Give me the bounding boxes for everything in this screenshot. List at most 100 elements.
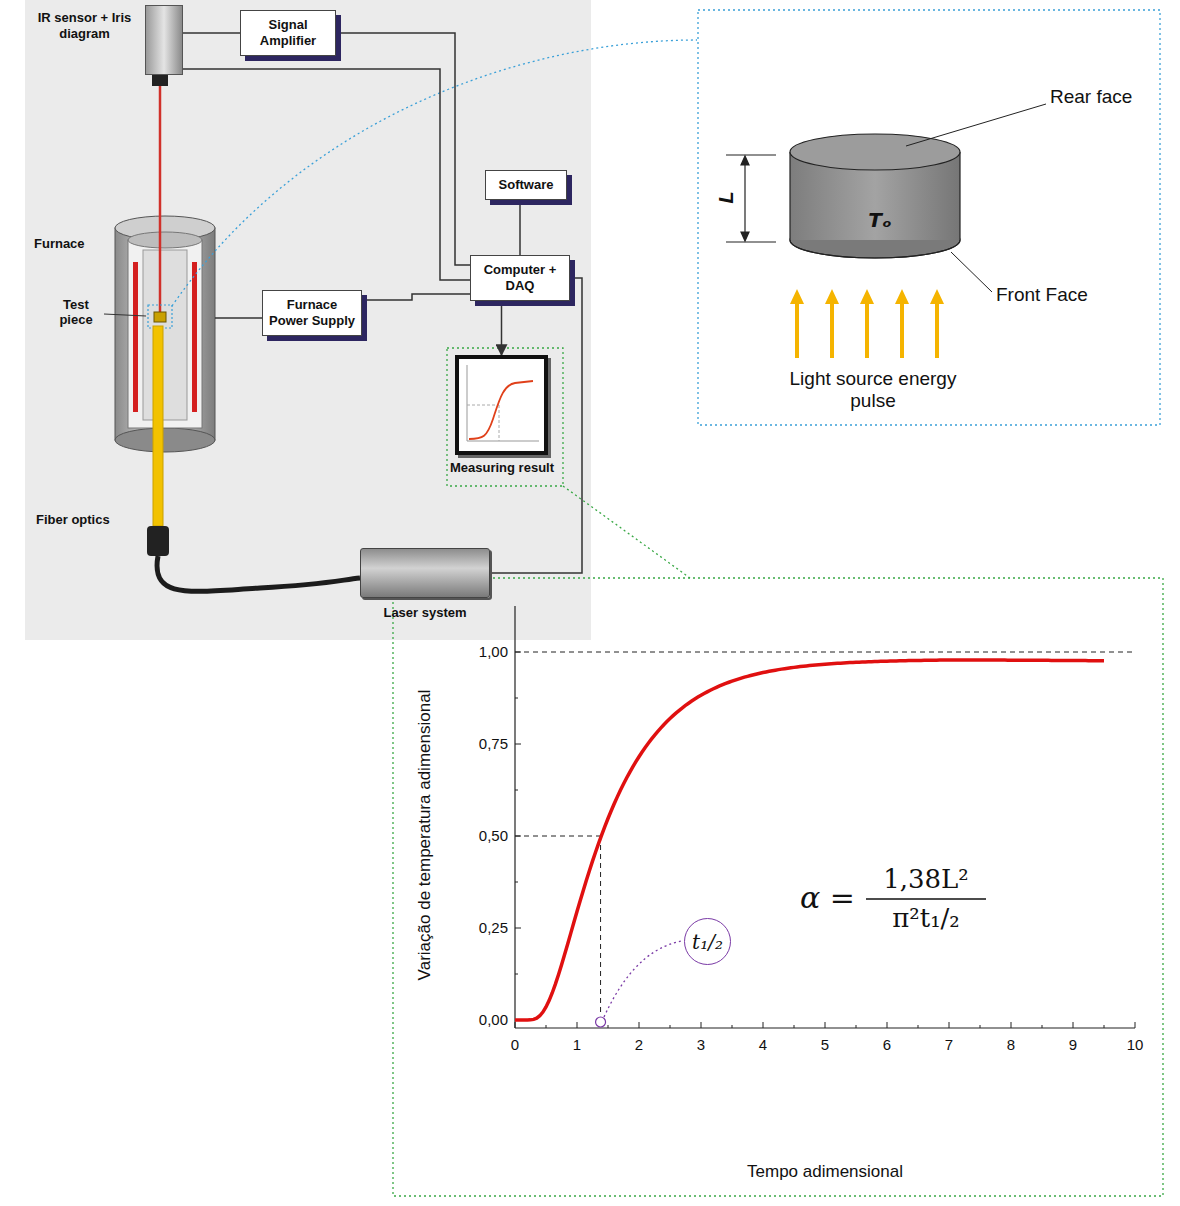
drawing-stroke bbox=[795, 302, 799, 358]
drawing-stroke bbox=[133, 262, 138, 412]
formula: 1,38L² bbox=[856, 864, 996, 894]
drawing-stroke bbox=[515, 698, 518, 699]
drawing-stroke bbox=[128, 232, 202, 248]
axis-tick: 0,25 bbox=[462, 919, 508, 936]
drawing-stroke bbox=[515, 1022, 516, 1028]
drawing-stroke bbox=[726, 241, 776, 242]
drawing-stroke bbox=[546, 1025, 547, 1028]
drawing-stroke bbox=[1011, 1022, 1012, 1028]
formula: π²t₁/₂ bbox=[856, 903, 996, 933]
connector-wire bbox=[362, 294, 470, 300]
sample-cylinder bbox=[790, 134, 960, 258]
zoom-leader bbox=[172, 40, 697, 306]
node-label: IR sensor + Iris diagram bbox=[37, 10, 132, 42]
drawing-stroke bbox=[763, 1022, 764, 1028]
drawing-stroke bbox=[741, 156, 749, 165]
test-piece bbox=[154, 312, 166, 322]
drawing-stroke bbox=[918, 1025, 919, 1028]
laser-unit: Laser system bbox=[360, 548, 490, 598]
chart bbox=[515, 606, 1135, 1028]
drawing-stroke bbox=[825, 1022, 826, 1028]
computer-box: Computer + DAQ bbox=[470, 255, 570, 301]
sensor-lens bbox=[152, 75, 168, 86]
drawing-stroke bbox=[670, 1025, 671, 1028]
photo-ground bbox=[25, 0, 591, 640]
axis-tick: 0,75 bbox=[462, 735, 508, 752]
monitor-screen: Measuring result bbox=[455, 355, 548, 455]
axis-tick: 8 bbox=[996, 1036, 1026, 1053]
drawing-stroke bbox=[600, 836, 601, 1016]
drawing-stroke bbox=[1104, 1025, 1105, 1028]
drawing-stroke bbox=[856, 1025, 857, 1028]
axis-title: Variação de temperatura adimensional bbox=[415, 655, 435, 1015]
part-label: Fiber optics bbox=[36, 512, 136, 527]
connector-wire bbox=[183, 32, 240, 34]
drawing-stroke bbox=[604, 941, 682, 1017]
fiber-connector bbox=[147, 526, 169, 556]
node-label: Furnace Power Supply bbox=[266, 297, 358, 329]
power-supply-box: Furnace Power Supply bbox=[262, 290, 362, 336]
axis-tick: 3 bbox=[686, 1036, 716, 1053]
connector-wire bbox=[501, 301, 503, 355]
drawing-stroke bbox=[949, 1022, 950, 1028]
drawing-stroke bbox=[515, 660, 1104, 1020]
part-label: Furnace bbox=[34, 236, 104, 251]
drawing-stroke bbox=[515, 974, 518, 975]
drawing-stroke bbox=[980, 1025, 981, 1028]
drawing-stroke bbox=[741, 232, 749, 241]
drawing-stroke bbox=[143, 250, 187, 420]
drawing-stroke bbox=[608, 1025, 609, 1028]
light-pulse-arrows bbox=[790, 289, 944, 358]
drawing-stroke bbox=[515, 836, 601, 837]
node-label: t₁/₂ bbox=[692, 930, 723, 954]
axis-tick: 9 bbox=[1058, 1036, 1088, 1053]
drawing-stroke bbox=[789, 152, 790, 240]
drawing-stroke bbox=[726, 154, 776, 155]
drawing-stroke bbox=[128, 240, 202, 428]
temperature-label: Tₒ bbox=[860, 208, 900, 232]
axis-tick: 0 bbox=[500, 1036, 530, 1053]
drawing-stroke bbox=[639, 1022, 640, 1028]
node-label: Software bbox=[489, 177, 563, 193]
axis-tick: 0,00 bbox=[462, 1011, 508, 1028]
axis-title: Tempo adimensional bbox=[700, 1162, 950, 1182]
fraction-bar bbox=[866, 898, 986, 900]
drawing-stroke bbox=[935, 302, 939, 358]
formula: α = bbox=[800, 880, 864, 915]
connector-wire bbox=[183, 69, 470, 280]
inset-frame bbox=[698, 10, 1160, 425]
ir-beam bbox=[159, 86, 162, 312]
drawing-stroke bbox=[959, 152, 960, 240]
drawing-stroke bbox=[515, 744, 521, 745]
drawing-stroke bbox=[1135, 1022, 1136, 1028]
mini-graph bbox=[459, 359, 544, 451]
node-label: Laser system bbox=[355, 605, 495, 620]
drawing-stroke bbox=[1073, 1022, 1074, 1028]
marker-circle: t₁/₂ bbox=[684, 918, 731, 965]
drawing-stroke bbox=[895, 289, 909, 304]
zoom-frame bbox=[148, 305, 172, 328]
drawing-stroke bbox=[794, 1025, 795, 1028]
part-label: Rear face bbox=[1050, 86, 1150, 108]
drawing-stroke bbox=[596, 1017, 606, 1027]
drawing-stroke bbox=[744, 160, 745, 237]
drawing-stroke bbox=[515, 652, 1135, 653]
drawing-stroke bbox=[515, 928, 521, 929]
node-label: Signal Amplifier bbox=[244, 17, 332, 49]
axis-tick: 1,00 bbox=[462, 643, 508, 660]
leader-line bbox=[951, 252, 992, 292]
drawing-stroke bbox=[515, 882, 518, 883]
light-guide bbox=[153, 326, 163, 526]
ir-sensor: IR sensor + Iris diagram bbox=[145, 5, 183, 75]
drawing-stroke bbox=[900, 302, 904, 358]
drawing-stroke bbox=[825, 289, 839, 304]
leader-line bbox=[906, 104, 1046, 146]
drawing-stroke bbox=[732, 1025, 733, 1028]
signal-amplifier-box: Signal Amplifier bbox=[240, 10, 336, 56]
axis-tick: 10 bbox=[1120, 1036, 1150, 1053]
node-label: Computer + DAQ bbox=[474, 262, 566, 294]
node-label: Measuring result bbox=[432, 460, 572, 475]
